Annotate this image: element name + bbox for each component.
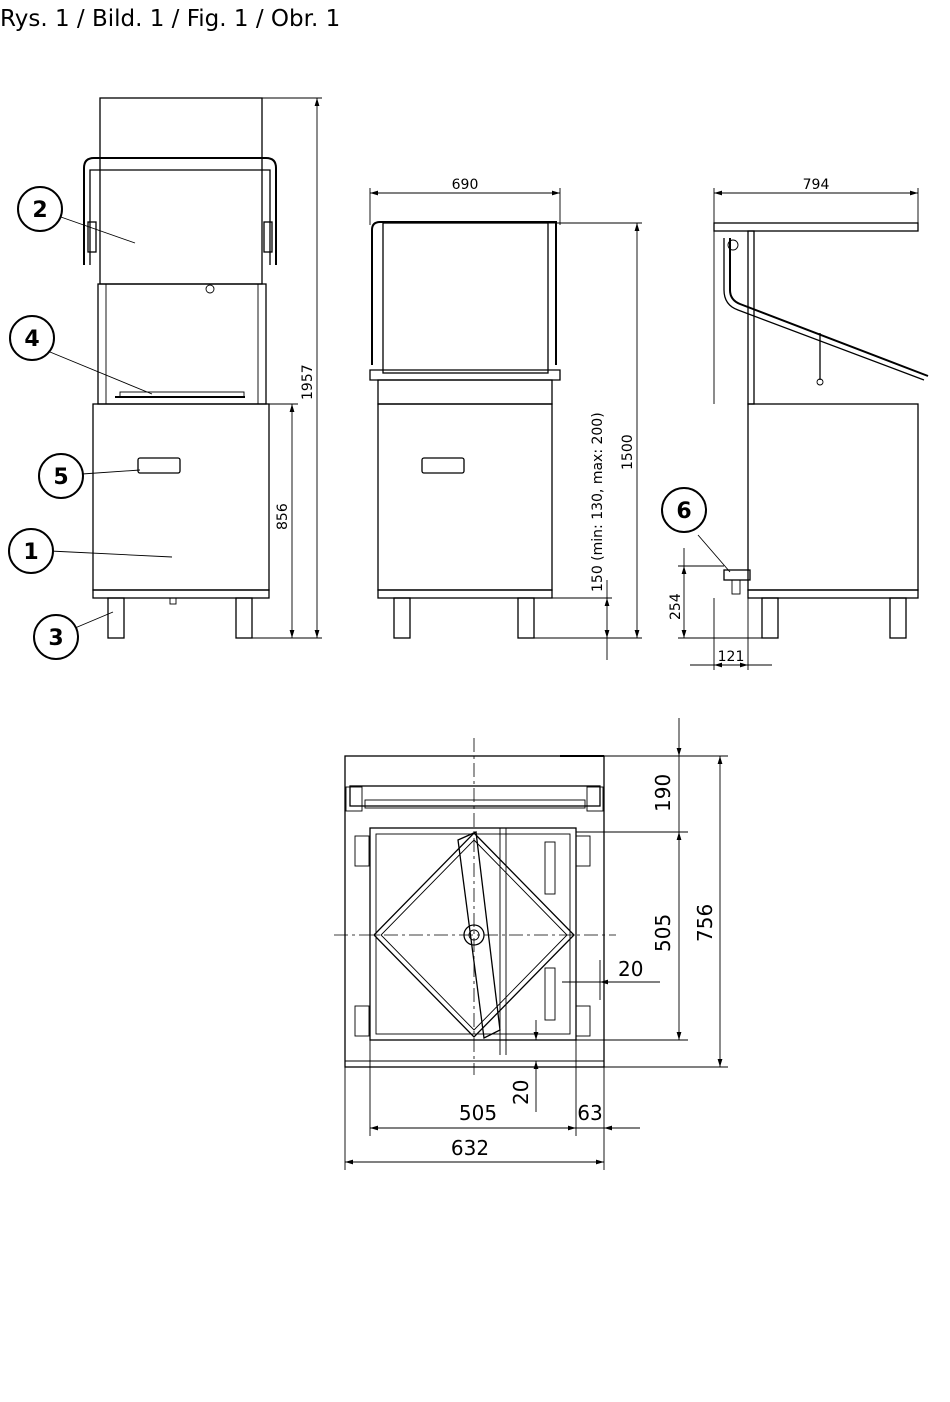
dim-side-width: 690 — [452, 177, 479, 193]
dim-side-legs: 150 (min: 130, max: 200) — [590, 412, 606, 592]
callout-1: 1 — [9, 529, 53, 573]
dim-profile-width: 794 — [803, 177, 830, 193]
svg-text:5: 5 — [53, 465, 68, 490]
dim-top-rack: 505 — [651, 914, 675, 952]
closed-body — [378, 404, 552, 590]
closed-leg-left — [394, 598, 410, 638]
dim-front-base: 856 — [275, 503, 291, 530]
closed-hood — [383, 223, 548, 373]
callout-3: 3 — [34, 615, 78, 659]
dim-top-side: 63 — [577, 1101, 602, 1125]
front-view: 1957 856 2 4 5 1 3 — [9, 98, 322, 659]
dim-top-gap-bottom: 20 — [509, 1080, 533, 1105]
dim-profile-outlet-height: 254 — [668, 593, 684, 620]
callout-2: 2 — [18, 187, 62, 231]
front-leg-left — [108, 598, 124, 638]
profile-handle — [730, 238, 928, 376]
profile-body — [748, 404, 918, 590]
dim-top-width: 632 — [451, 1136, 489, 1160]
profile-view: 794 254 121 6 — [662, 177, 928, 670]
svg-text:3: 3 — [48, 626, 63, 651]
front-chamber — [98, 284, 266, 404]
dim-top-front: 190 — [651, 774, 675, 812]
dim-top-depth: 756 — [693, 904, 717, 942]
svg-text:2: 2 — [32, 198, 47, 223]
closed-handle — [372, 222, 556, 365]
svg-text:1: 1 — [23, 540, 38, 565]
closed-control-panel — [422, 458, 464, 473]
dim-side-height: 1500 — [620, 434, 636, 470]
top-view: 190 505 756 20 20 505 63 632 — [334, 718, 728, 1170]
profile-outlet — [724, 570, 750, 580]
callout-5: 5 — [39, 454, 83, 498]
profile-column — [748, 231, 754, 404]
top-outline — [345, 756, 604, 1067]
dim-top-rack-width: 505 — [459, 1101, 497, 1125]
front-control-panel — [138, 458, 180, 473]
front-body — [93, 404, 269, 590]
callout-4: 4 — [10, 316, 54, 360]
svg-text:6: 6 — [676, 499, 691, 524]
closed-view: 690 1500 150 (min: 130, max: 200) — [370, 177, 642, 660]
closed-leg-right — [518, 598, 534, 638]
front-hood — [100, 98, 262, 284]
dim-top-gap: 20 — [618, 957, 643, 981]
front-leg-right — [236, 598, 252, 638]
dim-front-height: 1957 — [300, 364, 316, 400]
callout-6: 6 — [662, 488, 706, 532]
front-hood-handle — [84, 158, 276, 265]
svg-text:4: 4 — [24, 327, 39, 352]
dim-profile-outlet-offset: 121 — [718, 649, 745, 665]
profile-leg-left — [762, 598, 778, 638]
profile-leg-right — [890, 598, 906, 638]
